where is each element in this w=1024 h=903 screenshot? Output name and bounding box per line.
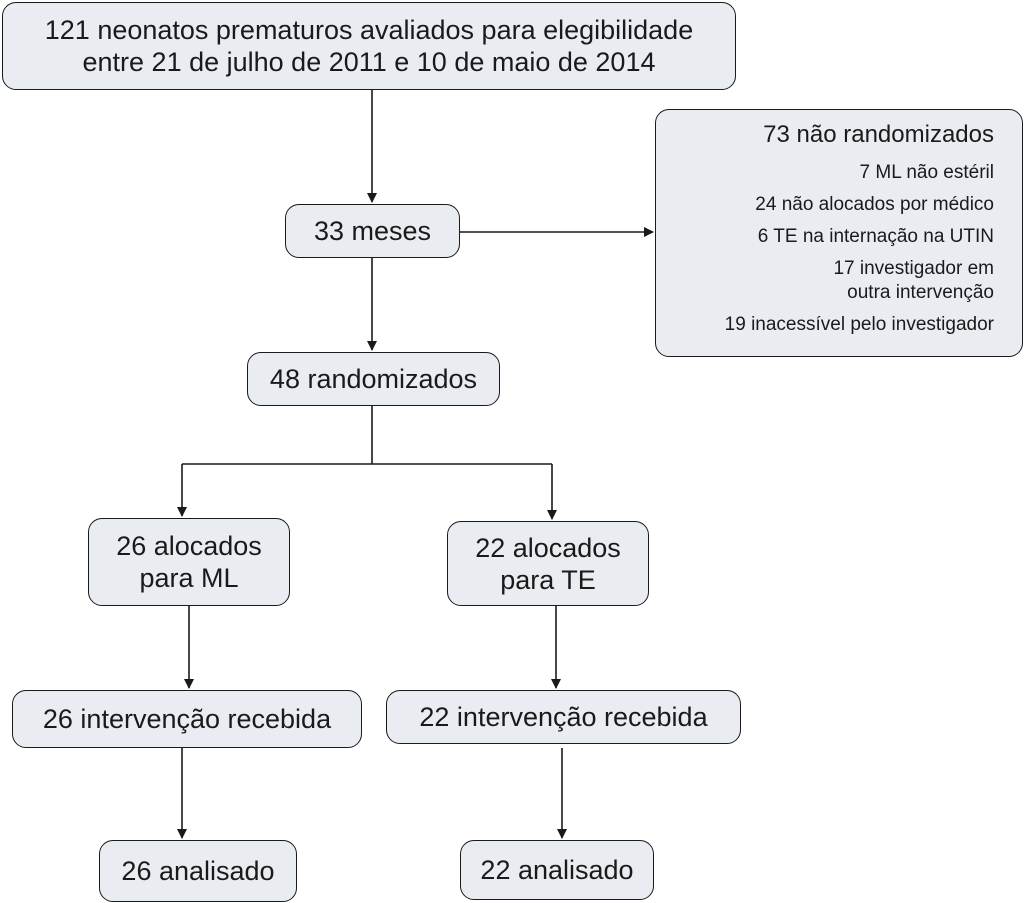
months-box: 33 meses [285, 204, 460, 258]
analyzed-ml-box: 26 analisado [99, 840, 297, 902]
months-label: 33 meses [313, 216, 432, 246]
excluded-box: 73 não randomizados 7 ML não estéril 24 … [655, 109, 1023, 357]
intervention-ml-label: 26 intervenção recebida [42, 704, 332, 734]
excluded-reason-te-at-nicu-admission: 6 TE na internação na UTIN [758, 225, 994, 249]
excluded-reason-line: outra intervenção [847, 282, 994, 303]
alloc-te-box: 22 alocados para TE [447, 521, 649, 606]
intervention-te-box: 22 intervenção recebida [386, 690, 741, 744]
excluded-reason-line: 17 investigador em [833, 258, 994, 279]
excluded-reason-line: 7 ML não estéril [859, 162, 994, 183]
randomized-label: 48 randomizados [269, 364, 478, 394]
excluded-title: 73 não randomizados [763, 121, 994, 148]
excluded-reason-line: 24 não alocados por médico [755, 194, 994, 215]
intervention-te-label: 22 intervenção recebida [419, 702, 708, 732]
assessed-box: 121 neonatos prematuros avaliados para e… [2, 2, 736, 90]
analyzed-ml-label: 26 analisado [121, 856, 275, 886]
assessed-line-1: 121 neonatos prematuros avaliados para e… [44, 15, 694, 45]
excluded-reason-ml-not-sterile: 7 ML não estéril [860, 161, 994, 185]
randomized-box: 48 randomizados [247, 352, 500, 406]
excluded-reason-not-allocated-by-physician: 24 não alocados por médico [755, 193, 994, 217]
alloc-te-line-2: para TE [500, 564, 596, 595]
intervention-ml-box: 26 intervenção recebida [12, 690, 362, 748]
analyzed-te-label: 22 analisado [480, 855, 634, 885]
alloc-ml-line-1: 26 alocados [116, 531, 262, 561]
excluded-reason-line: 6 TE na internação na UTIN [757, 226, 994, 247]
alloc-te-line-1: 22 alocados [475, 532, 621, 563]
excluded-reason-investigator-unreachable: 19 inacessível pelo investigador [725, 313, 994, 337]
analyzed-te-box: 22 analisado [460, 840, 654, 900]
excluded-reason-line: 19 inacessível pelo investigador [724, 314, 994, 335]
alloc-ml-box: 26 alocados para ML [88, 518, 290, 606]
assessed-line-2: entre 21 de julho de 2011 e 10 de maio d… [82, 47, 656, 77]
excluded-reason-investigator-other-intervention: 17 investigador em outra intervenção [833, 257, 994, 305]
alloc-ml-line-2: para ML [139, 563, 239, 593]
